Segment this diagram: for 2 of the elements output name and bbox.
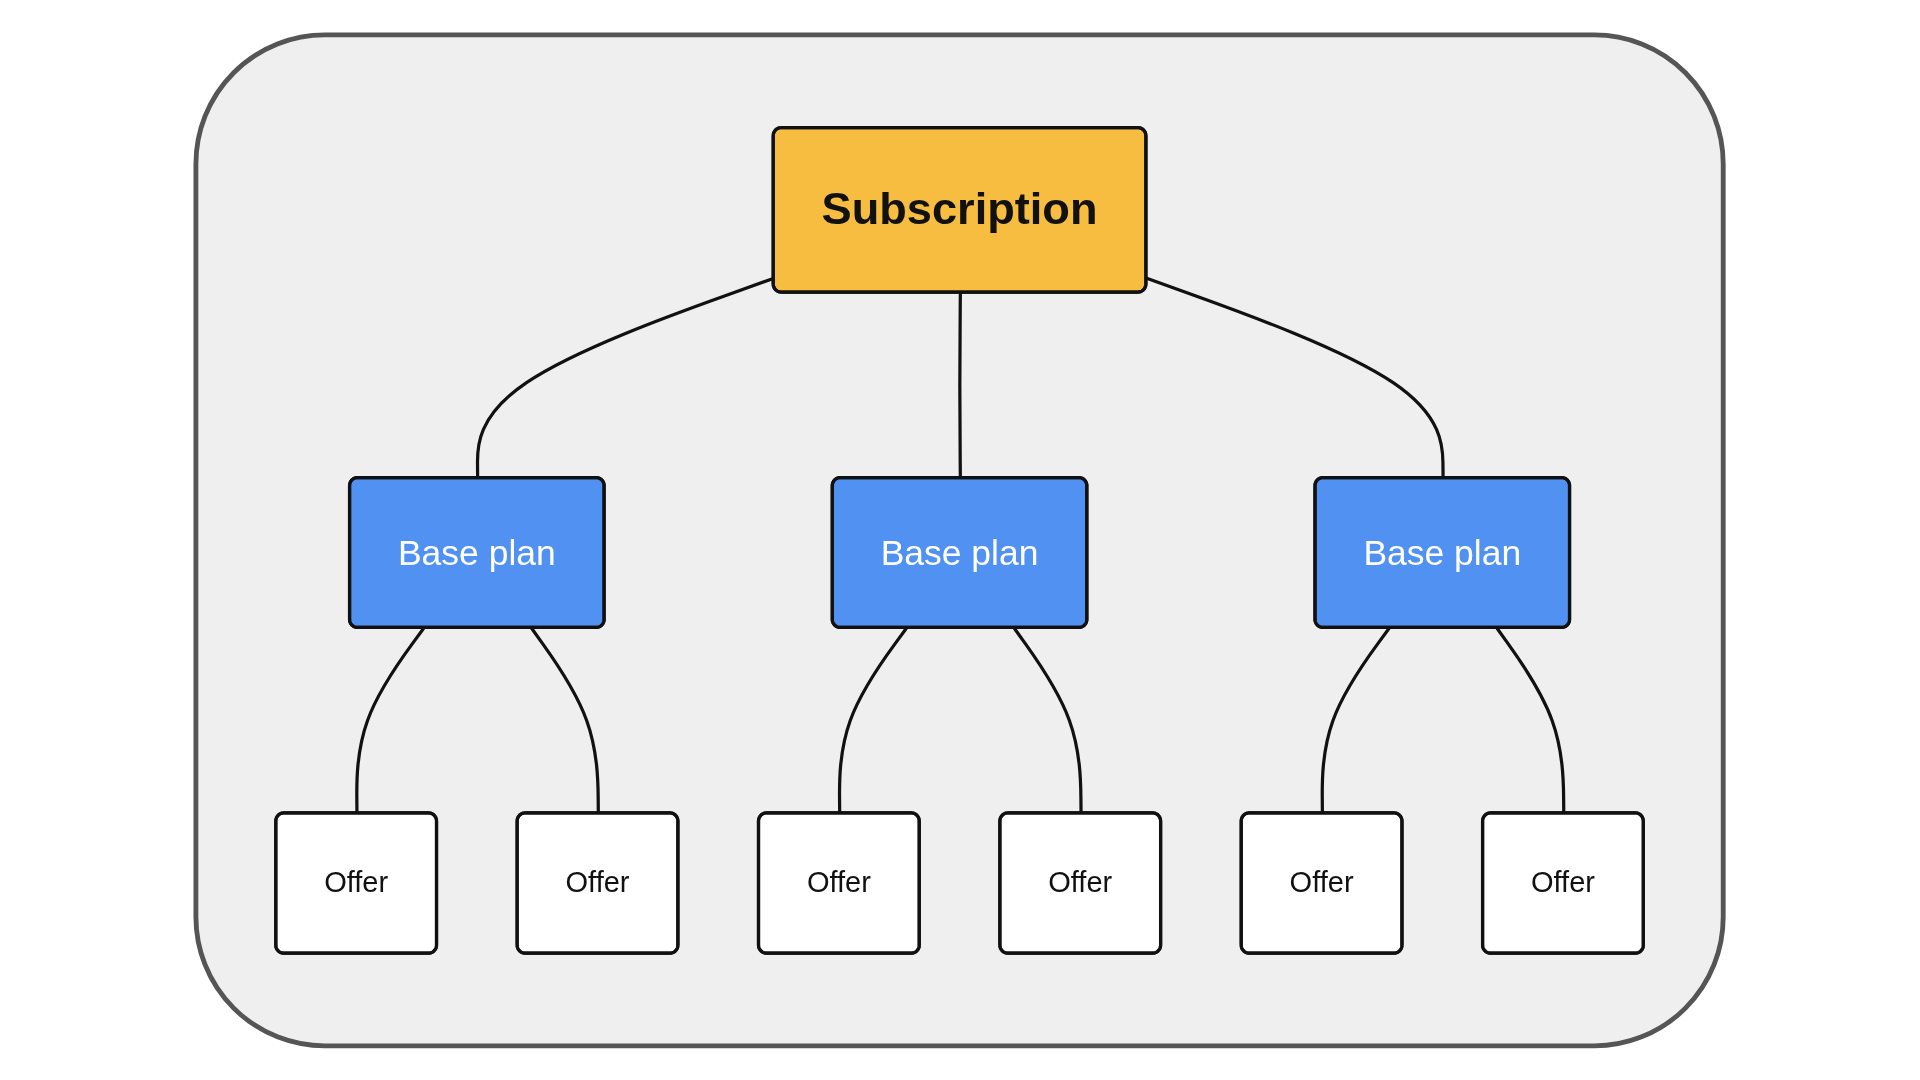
cluster bbox=[193, 32, 1727, 1048]
connector bbox=[958, 292, 963, 478]
